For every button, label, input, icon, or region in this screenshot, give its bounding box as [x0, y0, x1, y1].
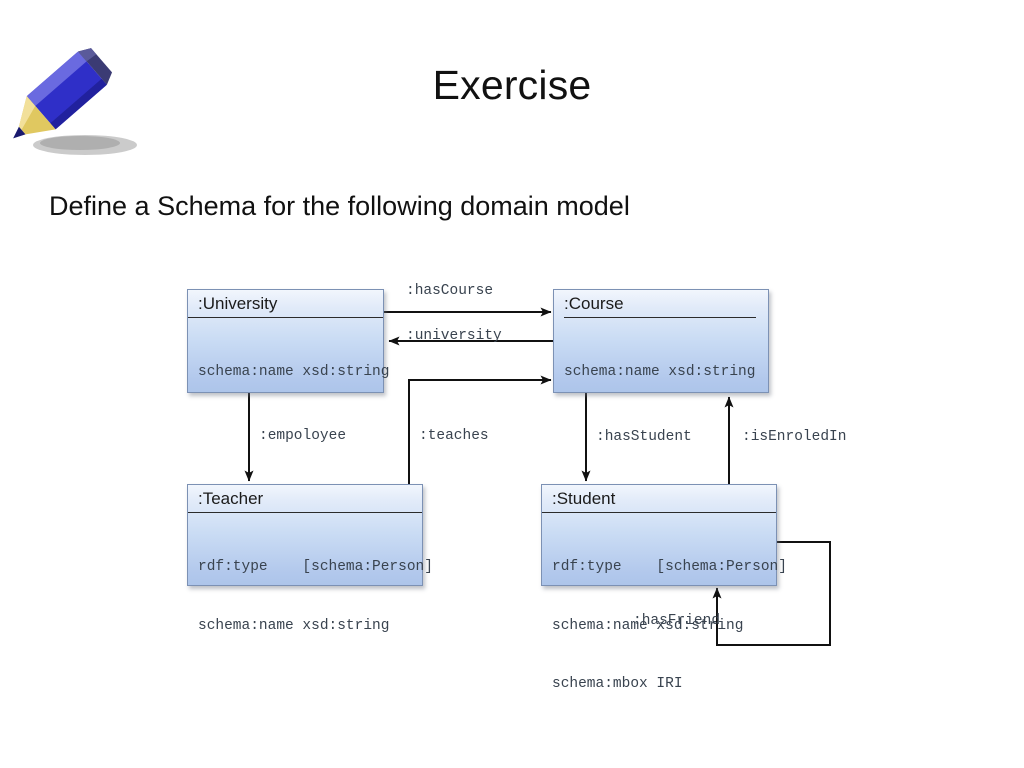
uml-title: :Student [552, 489, 616, 508]
uml-title: :University [198, 294, 278, 313]
pencil-icon [10, 45, 145, 160]
uml-attribute: rdf:type [schema:Person] [198, 559, 433, 575]
uml-title: :Course [564, 294, 624, 313]
uml-attribute: rdf:type [schema:Person] [552, 559, 787, 575]
uml-attributes: schema:name xsd:string [188, 318, 390, 422]
edge-label-hasFriend: :hasFriend [633, 613, 721, 629]
uml-attribute: schema:name xsd:string [564, 364, 756, 380]
uml-title-rule [564, 317, 756, 318]
uml-attributes: rdf:type [schema:Person] schema:name xsd… [542, 513, 787, 734]
uml-class-student[interactable]: :Student rdf:type [schema:Person] schema… [541, 484, 787, 692]
slide-subtitle: Define a Schema for the following domain… [49, 191, 630, 221]
edge-label-hasStudent: :hasStudent [596, 429, 692, 445]
edge-label-empoloyee: :empoloyee [259, 428, 347, 444]
uml-title-rule [188, 317, 383, 318]
uml-attribute: schema:name xsd:string [198, 364, 390, 380]
uml-attribute: schema:mbox IRI [552, 676, 683, 692]
uml-title: :Teacher [198, 489, 264, 508]
uml-attributes: schema:name xsd:string [554, 318, 768, 422]
edge-label-isEnroledIn: :isEnroledIn [742, 429, 847, 445]
edge-label-university: :university [406, 328, 502, 344]
slide-title: Exercise [432, 62, 592, 108]
edge-label-hasCourse: :hasCourse [406, 283, 494, 299]
edge-label-teaches: :teaches [419, 428, 489, 444]
uml-class-teacher[interactable]: :Teacher rdf:type [schema:Person] schema… [187, 484, 433, 634]
uml-title-rule [542, 512, 776, 513]
uml-class-course[interactable]: :Course schema:name xsd:string [553, 289, 769, 393]
uml-title-rule [188, 512, 422, 513]
uml-attribute: schema:name xsd:string [552, 617, 744, 634]
uml-attribute: schema:name xsd:string [198, 617, 390, 634]
uml-class-university[interactable]: :University schema:name xsd:string [187, 289, 389, 393]
uml-attributes: rdf:type [schema:Person] schema:name xsd… [188, 513, 433, 675]
